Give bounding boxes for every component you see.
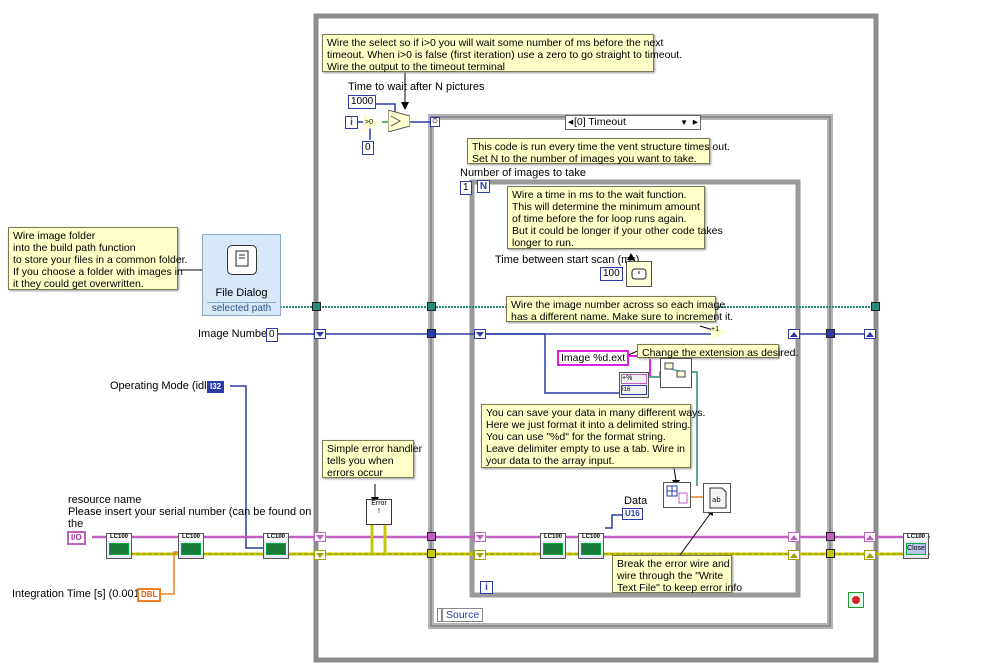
data-indicator-terminal[interactable]: U16 bbox=[622, 508, 643, 520]
file-dialog-express-vi[interactable]: File Dialog selected path bbox=[202, 234, 281, 316]
write-text-file-icon[interactable]: ab bbox=[703, 483, 731, 513]
build-path-icon[interactable] bbox=[660, 358, 692, 388]
for-resource-sr-right bbox=[788, 532, 800, 542]
event-case-selector[interactable]: ◂ [0] Timeout ▼ ▸ bbox=[565, 115, 701, 130]
time-between-scan-label: Time between start scan (ms) bbox=[495, 254, 640, 266]
number-of-images-label: Number of images to take bbox=[460, 167, 586, 179]
error-shift-register-left bbox=[314, 550, 326, 560]
for-error-sr-right bbox=[788, 550, 800, 560]
resource-shift-register-left bbox=[314, 532, 326, 542]
file-dialog-icon bbox=[227, 245, 257, 275]
array-to-spreadsheet-icon[interactable] bbox=[663, 482, 691, 508]
wait-function-note: Wire a time in ms to the wait function. … bbox=[507, 186, 723, 249]
for-iteration-terminal: i bbox=[480, 581, 493, 594]
error-shift-register-right bbox=[864, 550, 876, 560]
for-image-number-sr-left bbox=[474, 329, 486, 339]
path-tunnel-right bbox=[871, 302, 880, 311]
image-folder-note: Wire image folder into the build path fu… bbox=[8, 227, 188, 290]
event-image-number-out-tunnel bbox=[826, 329, 835, 338]
extension-note: Change the extension as desired. bbox=[637, 344, 798, 359]
timeout-terminal: ⏱ bbox=[430, 117, 440, 127]
event-path-tunnel bbox=[427, 302, 436, 311]
resource-shift-register-right bbox=[864, 532, 876, 542]
error-wire-note: Break the error wire and wire through th… bbox=[612, 555, 742, 594]
event-timeout-note: This code is run every time the vent str… bbox=[467, 138, 730, 165]
resource-name-label: resource name Please insert your serial … bbox=[68, 494, 312, 530]
wait-time-constant[interactable]: 1000 bbox=[348, 95, 377, 109]
integration-time-label: Integration Time [s] (0.00105) bbox=[12, 588, 156, 600]
integration-time-terminal[interactable]: DBL bbox=[137, 588, 162, 602]
event-error-tunnel bbox=[427, 549, 436, 558]
selected-path-output[interactable]: selected path bbox=[207, 302, 276, 314]
data-label: Data bbox=[624, 495, 648, 507]
lc100-get-data-vi[interactable]: LC100 bbox=[578, 533, 604, 559]
increment-arrow-icon[interactable]: ▸ bbox=[692, 116, 698, 128]
image-number-shift-register-left bbox=[314, 329, 326, 339]
select-wiring-note: Wire the select so if i>0 you will wait … bbox=[322, 34, 682, 73]
filename-format-constant[interactable]: Image %d.ext bbox=[557, 350, 630, 366]
lc100-init-vi[interactable]: LC100 bbox=[106, 533, 132, 559]
decrement-arrow-icon[interactable]: ◂ bbox=[568, 116, 574, 128]
increment-icon: +1 bbox=[711, 326, 719, 333]
greater-than-zero-node[interactable] bbox=[363, 114, 381, 132]
image-number-label: Image Number bbox=[198, 328, 271, 340]
scan-time-constant[interactable]: 100 bbox=[600, 267, 623, 281]
select-node[interactable] bbox=[388, 110, 410, 132]
event-case-label: [0] Timeout bbox=[574, 116, 626, 128]
zero-constant[interactable]: 0 bbox=[362, 141, 374, 155]
simple-error-handler-icon[interactable]: Error! bbox=[366, 499, 392, 525]
lc100-start-scan-vi[interactable]: LC100 bbox=[540, 533, 566, 559]
format-into-string-icon[interactable]: +% I16 bbox=[619, 372, 649, 398]
operating-mode-terminal[interactable]: I32 bbox=[207, 381, 225, 393]
stop-terminal[interactable] bbox=[848, 592, 864, 608]
event-source-label: Source bbox=[437, 608, 484, 622]
for-loop-frame bbox=[469, 179, 801, 598]
dropdown-icon[interactable]: ▼ bbox=[680, 118, 688, 127]
while-iteration-terminal: i bbox=[345, 116, 358, 129]
wait-ms-icon[interactable] bbox=[626, 261, 652, 287]
for-image-number-sr-right bbox=[788, 329, 800, 339]
event-resource-out-tunnel bbox=[826, 532, 835, 541]
image-number-constant[interactable]: 0 bbox=[266, 328, 278, 342]
svg-text:ab: ab bbox=[712, 496, 721, 504]
gt-zero-icon: >0 bbox=[365, 119, 373, 126]
event-error-out-tunnel bbox=[826, 549, 835, 558]
image-number-shift-register-right bbox=[864, 329, 876, 339]
event-image-number-tunnel bbox=[427, 329, 436, 338]
for-error-sr-left bbox=[474, 550, 486, 560]
file-dialog-label: File Dialog bbox=[215, 287, 268, 299]
n-constant[interactable]: 1 bbox=[460, 181, 472, 195]
event-resource-tunnel bbox=[427, 532, 436, 541]
lc100-operating-mode-vi[interactable]: LC100 bbox=[263, 533, 289, 559]
time-to-wait-label: Time to wait after N pictures bbox=[348, 81, 485, 93]
path-tunnel-left bbox=[312, 302, 321, 311]
image-number-note: Wire the image number across so each ima… bbox=[506, 296, 733, 323]
increment-node[interactable] bbox=[711, 324, 727, 340]
for-count-terminal: N bbox=[477, 180, 490, 193]
resource-name-terminal[interactable]: I/O bbox=[67, 531, 86, 545]
operating-mode-label: Operating Mode (idle) bbox=[110, 380, 217, 392]
for-resource-sr-left bbox=[474, 532, 486, 542]
error-handler-note: Simple error handler tells you when erro… bbox=[322, 440, 422, 479]
format-data-note: You can save your data in many different… bbox=[481, 404, 705, 468]
lc100-config-vi[interactable]: LC100 bbox=[178, 533, 204, 559]
